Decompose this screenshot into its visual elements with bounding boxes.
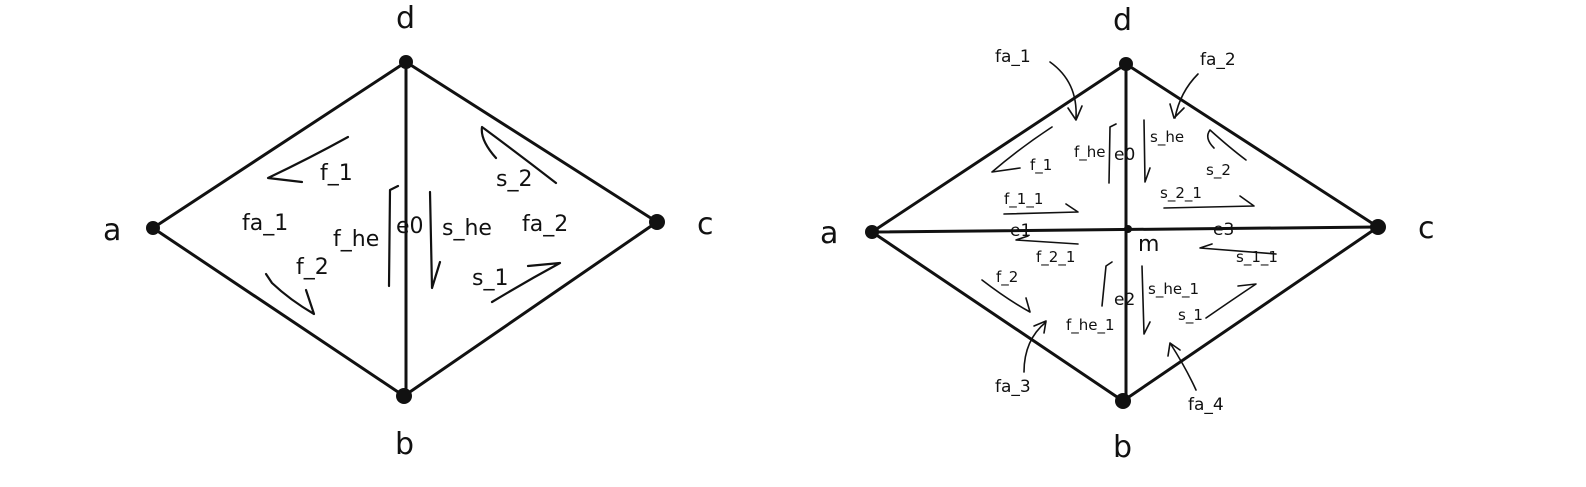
right-edge-a-d bbox=[870, 62, 1128, 234]
left-vertex-a bbox=[146, 221, 160, 235]
right-halfedge-f-1-arrow bbox=[991, 126, 1053, 173]
right-halfedge-s-2-1-label: s_2_1 bbox=[1160, 184, 1202, 203]
left-halfedge-s-2-arrow bbox=[480, 125, 558, 185]
right-halfedge-s-2-1-arrow bbox=[1163, 195, 1255, 209]
right-halfedge-f-he-1-arrow bbox=[1101, 261, 1113, 307]
right-edge-c-b bbox=[1121, 225, 1380, 403]
left-label-b: b bbox=[395, 427, 414, 462]
left-halfedge-f-2-arrow bbox=[264, 272, 316, 316]
right-vertex-b bbox=[1115, 393, 1131, 409]
right-halfedge-s-1-1-label: s_1_1 bbox=[1236, 248, 1278, 267]
right-halfedge-s-1-label: s_1 bbox=[1178, 306, 1203, 325]
left-halfedge-f-he-arrow bbox=[387, 184, 400, 288]
left-label-a: a bbox=[103, 213, 121, 248]
left-face-fa-2: fa_2 bbox=[522, 212, 568, 237]
right-edge-d-c bbox=[1124, 62, 1380, 229]
right-halfedge-f-1-1-arrow bbox=[1003, 203, 1079, 215]
left-halfedge-s-2-label: s_2 bbox=[496, 167, 532, 192]
left-edge-a-d bbox=[151, 60, 408, 230]
right-face-fa-1-pointer bbox=[1049, 61, 1083, 121]
left-edge-c-b bbox=[402, 220, 659, 398]
right-halfedge-s-he-1-arrow bbox=[1141, 265, 1151, 335]
right-halfedge-f-2-1-label: f_2_1 bbox=[1036, 248, 1075, 267]
left-halfedge-f-2-label: f_2 bbox=[296, 255, 329, 280]
left-label-d: d bbox=[396, 1, 415, 36]
right-edge-label-e0: e0 bbox=[1114, 145, 1135, 165]
right-halfedge-f-2-arrow bbox=[981, 279, 1031, 313]
left-halfedge-f-he-label: f_he bbox=[333, 227, 379, 252]
right-face-fa-3-pointer bbox=[1023, 320, 1047, 373]
right-face-fa-4-pointer bbox=[1167, 342, 1197, 391]
left-halfedge-s-he-arrow bbox=[428, 190, 442, 290]
left-halfedge-s-he-label: s_he bbox=[442, 216, 492, 241]
left-label-c: c bbox=[697, 207, 714, 242]
left-edge-label-e0: e0 bbox=[396, 214, 424, 239]
right-face-fa-4: fa_4 bbox=[1188, 395, 1224, 415]
right-halfedge-s-he-label: s_he bbox=[1150, 128, 1184, 147]
right-halfedge-s-2-label: s_2 bbox=[1206, 161, 1231, 180]
right-halfedge-f-1-1-label: f_1_1 bbox=[1004, 190, 1043, 209]
right-vertex-c bbox=[1370, 219, 1386, 235]
right-face-fa-1: fa_1 bbox=[995, 47, 1031, 67]
right-label-m: m bbox=[1138, 232, 1159, 257]
right-label-d: d bbox=[1113, 3, 1132, 38]
left-halfedge-s-1-arrow bbox=[490, 261, 562, 304]
right-label-a: a bbox=[820, 216, 838, 251]
right-face-fa-3: fa_3 bbox=[995, 377, 1031, 397]
left-halfedge-f-1-label: f_1 bbox=[320, 161, 353, 186]
right-label-b: b bbox=[1113, 430, 1132, 465]
right-halfedge-f-1-label: f_1 bbox=[1030, 156, 1052, 175]
right-diagram: d a c b m fa_1 fa_2 fa_3 fa_4 e0 e1 e2 e… bbox=[820, 3, 1435, 465]
right-halfedge-s-he-1-label: s_he_1 bbox=[1148, 280, 1199, 299]
right-halfedge-f-2-label: f_2 bbox=[996, 268, 1018, 287]
right-halfedge-s-1-1-arrow bbox=[1199, 243, 1277, 255]
right-halfedge-f-he-arrow bbox=[1108, 123, 1117, 184]
left-halfedge-f-1-arrow bbox=[266, 135, 350, 184]
right-vertex-d bbox=[1119, 57, 1133, 71]
right-edge-label-e2: e2 bbox=[1114, 290, 1135, 310]
right-halfedge-s-1-arrow bbox=[1205, 283, 1257, 319]
left-vertex-b bbox=[396, 388, 412, 404]
right-edge-b-a bbox=[870, 230, 1125, 403]
left-edge-d-c bbox=[404, 60, 659, 224]
right-face-fa-2: fa_2 bbox=[1200, 50, 1236, 70]
left-vertex-d bbox=[399, 55, 413, 69]
right-face-fa-2-pointer bbox=[1169, 73, 1199, 119]
right-vertex-m bbox=[1124, 225, 1132, 233]
right-halfedge-s-2-arrow bbox=[1206, 129, 1247, 161]
right-label-c: c bbox=[1418, 211, 1435, 246]
right-vertex-a bbox=[865, 225, 879, 239]
left-halfedge-s-1-label: s_1 bbox=[472, 266, 508, 291]
right-edge-label-e3: e3 bbox=[1213, 220, 1234, 240]
right-halfedge-f-he-1-label: f_he_1 bbox=[1066, 316, 1115, 335]
left-face-fa-1: fa_1 bbox=[242, 211, 288, 236]
left-vertex-c bbox=[649, 214, 665, 230]
right-halfedge-s-he-arrow bbox=[1143, 119, 1151, 183]
left-diagram: d a c b fa_1 fa_2 e0 f_1 f_2 f_he s_he s… bbox=[103, 1, 714, 462]
right-halfedge-f-2-1-arrow bbox=[1015, 235, 1079, 245]
right-halfedge-f-he-label: f_he bbox=[1074, 143, 1106, 162]
left-edge-b-a bbox=[151, 226, 406, 398]
